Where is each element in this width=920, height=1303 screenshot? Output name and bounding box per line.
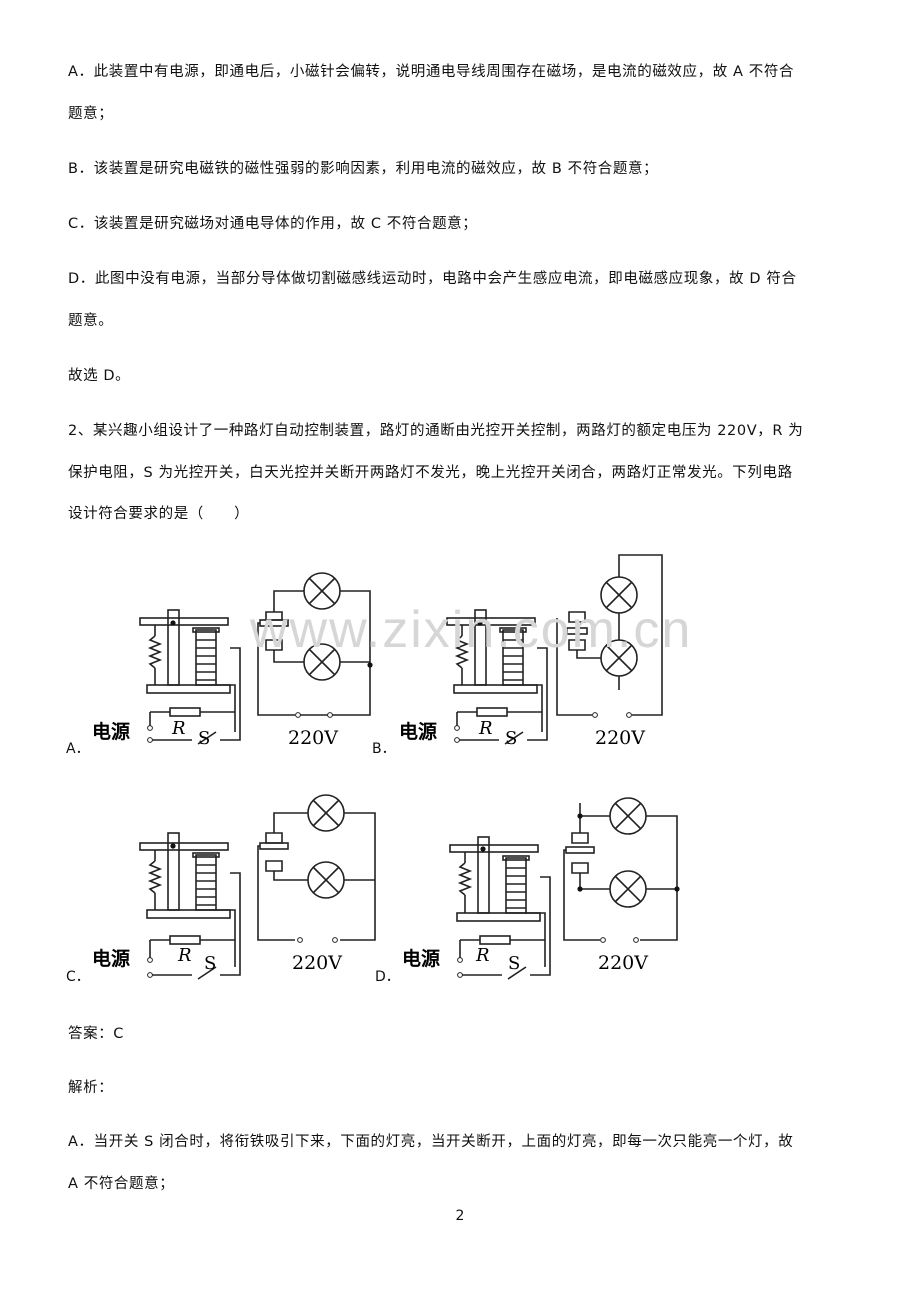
circuit-diagram-b: 电源 R S 220V [399, 554, 663, 749]
conclusion: 故选 D。 [68, 368, 131, 384]
resistor-label: R [171, 718, 186, 739]
question-line1: 2、某兴趣小组设计了一种路灯自动控制装置，路灯的通断由光控开关控制，两路灯的额定… [68, 423, 804, 439]
resistor-label: R [177, 945, 192, 966]
switch-label: S [198, 728, 210, 749]
voltage-label: 220V [598, 952, 648, 974]
circuit-diagram-a: 电源 R S 220V [92, 572, 373, 749]
voltage-label: 220V [288, 727, 338, 749]
power-source-label: 电源 [92, 720, 130, 743]
question-line3: 设计符合要求的是（ ） [68, 506, 250, 522]
option-a-letter: A． [66, 741, 90, 757]
circuit-diagram-d: 电源 R S 220V [402, 797, 680, 980]
voltage-label: 220V [595, 727, 645, 749]
analysis-a-line2: A 不符合题意； [68, 1176, 175, 1192]
paragraph-d-line1: D．此图中没有电源，当部分导体做切割磁感线运动时，电路中会产生感应电流，即电磁感… [68, 271, 797, 287]
resistor-label: R [475, 945, 490, 966]
analysis-title: 解析： [68, 1080, 114, 1096]
paragraph-d-line2: 题意。 [68, 313, 114, 329]
power-source-label: 电源 [92, 947, 130, 970]
switch-label: S [204, 953, 216, 974]
paragraph-b: B．该装置是研究电磁铁的磁性强弱的影响因素，利用电流的磁效应，故 B 不符合题意… [68, 161, 659, 177]
page-number: 2 [455, 1208, 465, 1224]
answer: 答案：C [68, 1026, 125, 1042]
switch-label: S [505, 728, 517, 749]
option-c-letter: C． [66, 969, 90, 985]
paragraph-a-line2: 题意； [68, 106, 114, 122]
watermark: www.zixin.com.cn [250, 601, 693, 659]
power-source-label: 电源 [402, 947, 440, 970]
circuit-diagram-c: 电源 R S 220V [92, 794, 376, 980]
voltage-label: 220V [292, 952, 342, 974]
power-source-label: 电源 [399, 720, 437, 743]
paragraph-a-line1: A．此装置中有电源，即通电后，小磁针会偏转，说明通电导线周围存在磁场，是电流的磁… [68, 64, 795, 80]
switch-label: S [508, 953, 520, 974]
paragraph-c: C．该装置是研究磁场对通电导体的作用，故 C 不符合题意； [68, 216, 478, 232]
option-b-letter: B． [372, 741, 396, 757]
analysis-a-line1: A．当开关 S 闭合时，将衔铁吸引下来，下面的灯亮，当开关断开，上面的灯亮，即每… [68, 1134, 794, 1150]
resistor-label: R [478, 718, 493, 739]
option-d-letter: D． [375, 969, 400, 985]
question-line2: 保护电阻，S 为光控开关，白天光控并关断开两路灯不发光，晚上光控开关闭合，两路灯… [68, 465, 793, 481]
